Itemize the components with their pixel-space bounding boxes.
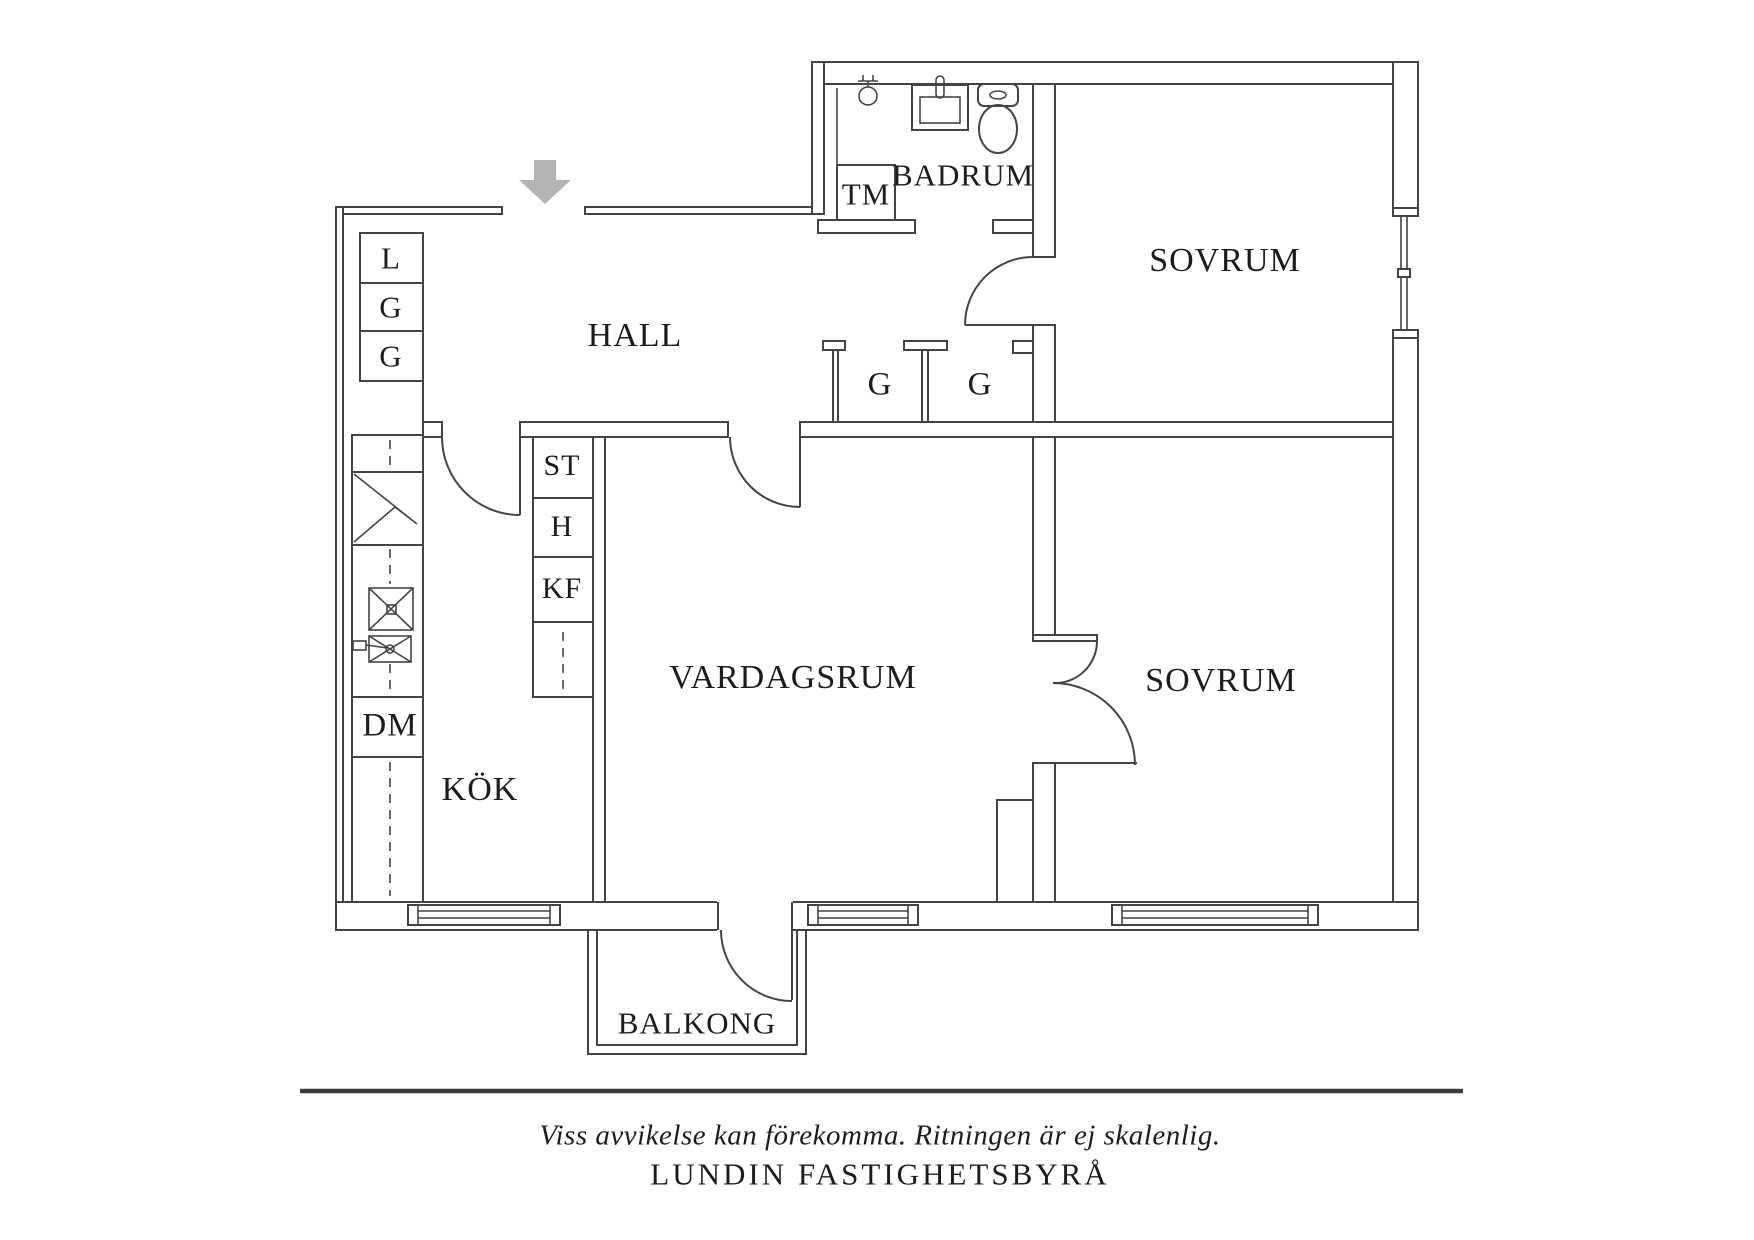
room-label-sovrum-2: SOVRUM — [1145, 662, 1297, 699]
interior-walls — [422, 83, 1394, 903]
window-sovrum2 — [1111, 904, 1319, 926]
kitchen-counter — [351, 434, 424, 903]
bathroom-walls — [836, 88, 896, 221]
label-dm: DM — [362, 707, 418, 744]
label-closet-g1: G — [379, 289, 403, 325]
room-label-hall: HALL — [587, 317, 683, 354]
balcony-door — [717, 899, 793, 1002]
door-sovrum2 — [1052, 640, 1136, 766]
door-sovrum1 — [964, 256, 1034, 326]
label-closet-l: L — [381, 240, 401, 276]
entry-closets — [359, 232, 424, 382]
door-kitchen — [441, 436, 521, 516]
window-east — [1392, 207, 1419, 339]
toilet-icon — [977, 83, 1019, 154]
room-label-sovrum-1: SOVRUM — [1149, 242, 1301, 279]
room-label-badrum: BADRUM — [891, 157, 1035, 193]
shower-icon — [858, 75, 878, 106]
balcony-outline — [587, 930, 807, 1055]
label-closet-g2: G — [379, 338, 403, 374]
label-tm: TM — [841, 176, 891, 212]
door-vardagsrum — [729, 436, 801, 508]
hall-wardrobes — [822, 340, 1034, 423]
label-st: ST — [543, 449, 581, 482]
sink-icon — [911, 75, 969, 131]
label-h: H — [550, 510, 574, 543]
room-label-balkong: BALKONG — [617, 1005, 777, 1041]
footer-company: LUNDIN FASTIGHETSBYRÅ — [650, 1156, 1110, 1192]
entry-arrow-icon — [519, 160, 571, 204]
room-label-vardagsrum: VARDAGSRUM — [669, 659, 917, 696]
label-kf: KF — [541, 572, 583, 605]
pantry-column — [532, 436, 594, 698]
window-kitchen — [407, 904, 561, 926]
window-vardagsrum — [807, 904, 919, 926]
label-wardrobe-g4: G — [967, 366, 993, 403]
room-label-kok: KÖK — [441, 771, 519, 808]
label-wardrobe-g3: G — [867, 366, 893, 403]
footer-disclaimer: Viss avvikelse kan förekomma. Ritningen … — [539, 1119, 1221, 1152]
